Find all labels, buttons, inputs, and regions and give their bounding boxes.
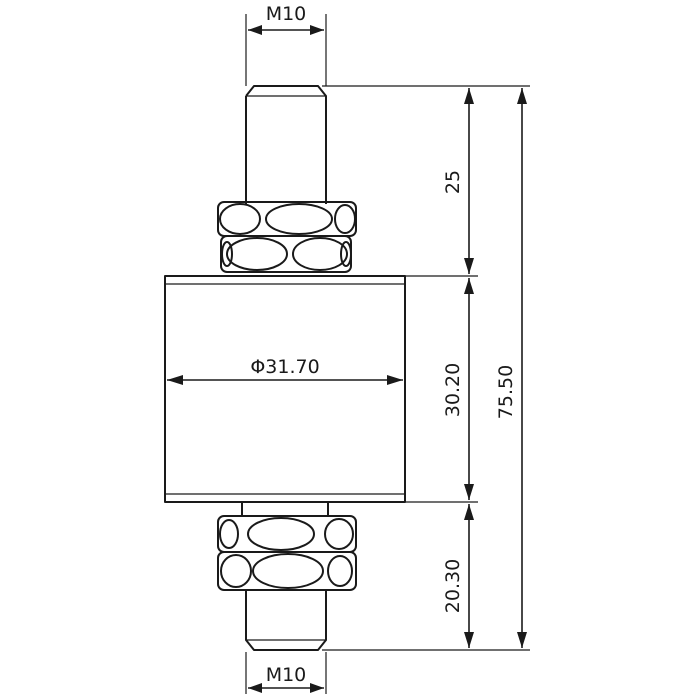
dim-body-height: 30.20 (442, 278, 474, 500)
bottom-thread-label: M10 (266, 664, 307, 686)
top-stud-length-label: 25 (442, 170, 464, 194)
bottom-stud-length-label: 20.30 (442, 559, 464, 613)
dim-bottom-thread: M10 (248, 664, 324, 693)
diameter-label: Φ31.70 (250, 356, 319, 378)
top-stud (245, 85, 327, 204)
top-thread-label: M10 (266, 3, 307, 25)
dim-diameter: Φ31.70 (167, 356, 403, 385)
extension-lines (245, 14, 530, 694)
dim-overall-length: 75.50 (495, 88, 527, 648)
bottom-washer (241, 501, 329, 517)
bottom-nut (217, 515, 357, 553)
dim-top-stud-length: 25 (442, 88, 474, 274)
top-lock-nut (220, 235, 352, 273)
overall-length-label: 75.50 (495, 365, 517, 419)
bottom-lock-nut (217, 551, 357, 591)
bottom-stud (245, 590, 327, 651)
dim-top-thread: M10 (248, 3, 324, 35)
body-height-label: 30.20 (442, 363, 464, 417)
cylinder-body (164, 275, 406, 503)
dim-bottom-stud-length: 20.30 (442, 504, 474, 648)
top-nut (217, 201, 357, 237)
